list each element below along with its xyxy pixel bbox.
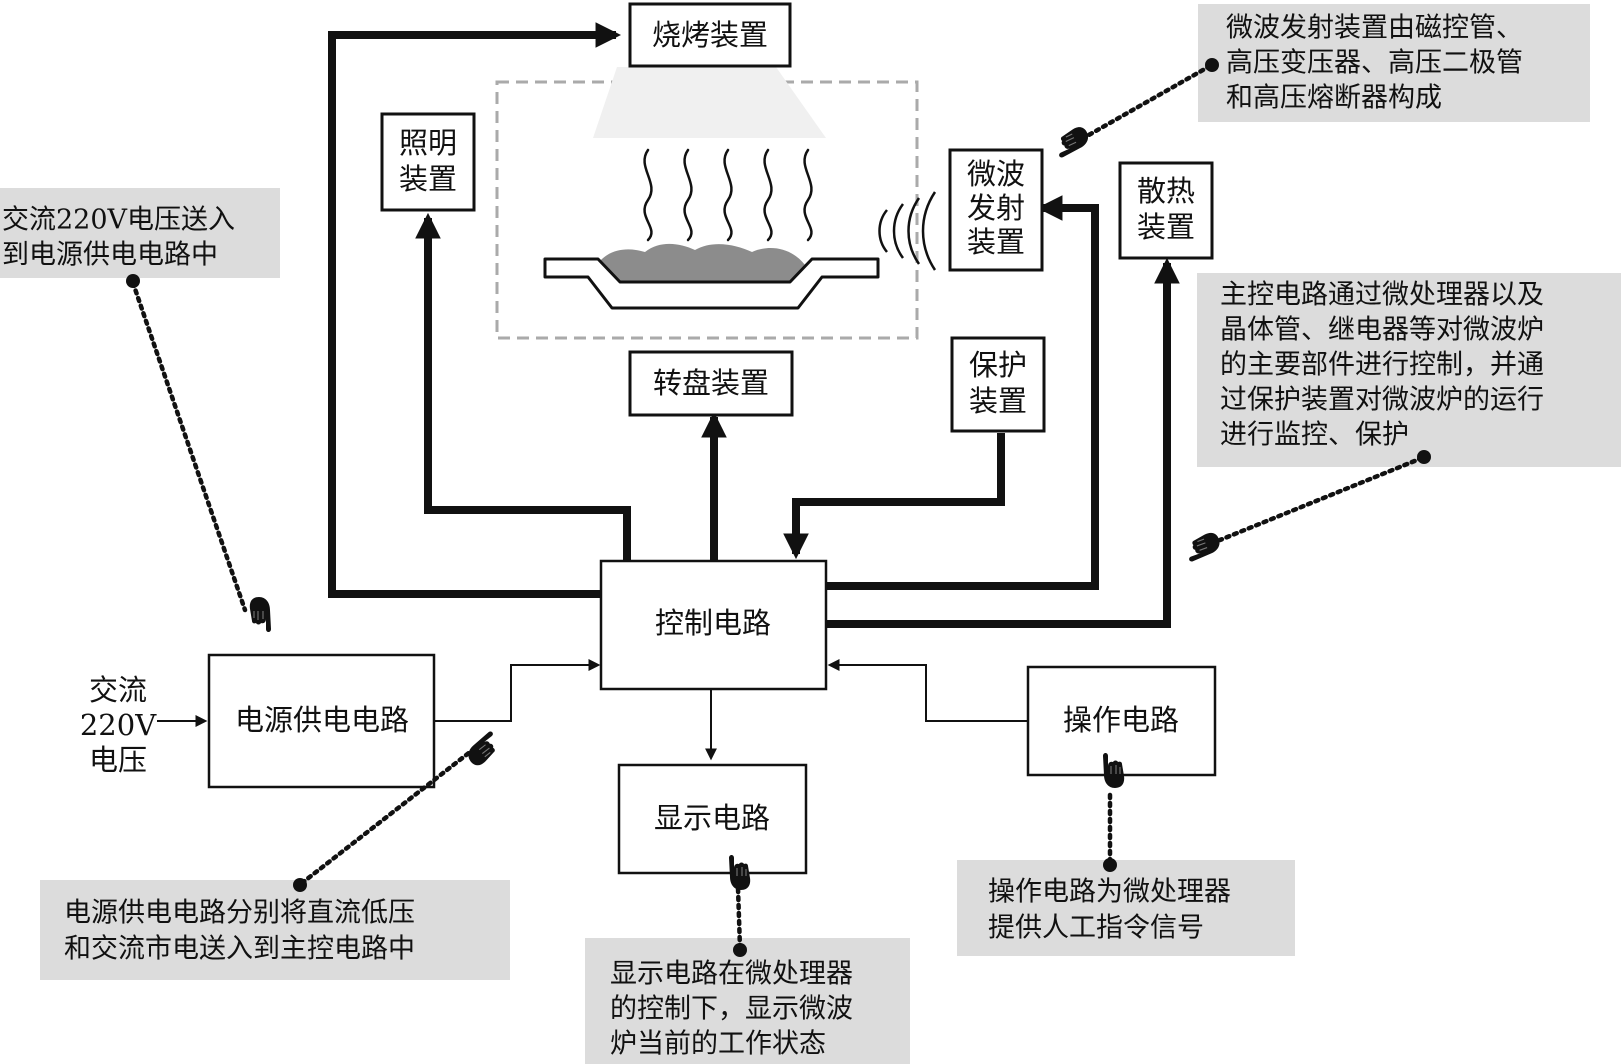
light-device-label-1: 照明 (399, 126, 457, 160)
note-control-line-3: 的主要部件进行控制，并通 (1220, 350, 1544, 381)
power-supply-circuit: 电源供电电路 (207, 653, 436, 789)
control-circuit-label: 控制电路 (655, 606, 771, 640)
microwave-device: 微波 发射 装置 (948, 148, 1044, 272)
note-power-line-2: 和交流市电送入到主控电路中 (64, 934, 415, 965)
operation-circuit: 操作电路 (1026, 665, 1217, 777)
protect-device-label-2: 装置 (969, 384, 1027, 418)
ac-input-label-2: 220V (80, 708, 157, 742)
signal-lines (157, 659, 1028, 761)
note-ac: 交流220V电压送入 到电源供电电路中 (0, 188, 280, 278)
leader-operation-dot (1103, 858, 1117, 872)
cooling-device-label-1: 散热 (1137, 174, 1195, 208)
power-supply-circuit-label: 电源供电电路 (235, 703, 409, 737)
arrow-control-to-bake (328, 22, 622, 598)
note-power-line-1: 电源供电电路分别将直流低压 (64, 898, 415, 929)
food-tray-icon (543, 243, 880, 310)
display-circuit: 显示电路 (617, 763, 808, 875)
leader-microwave (1077, 63, 1213, 143)
note-operation: 操作电路为微处理器 提供人工指令信号 (957, 860, 1295, 956)
bake-device: 烧烤装置 (628, 2, 792, 68)
arrow-control-to-cooling (826, 257, 1180, 628)
turntable-device: 转盘装置 (628, 350, 794, 417)
note-display-line-1: 显示电路在微处理器 (610, 959, 853, 990)
arrow-protect-to-control (783, 433, 1005, 560)
cooling-device-label-2: 装置 (1137, 210, 1195, 244)
note-control-line-1: 主控电路通过微处理器以及 (1220, 280, 1544, 311)
ac-input-label-3: 电压 (89, 743, 147, 777)
turntable-device-label: 转盘装置 (653, 366, 769, 400)
pointing-hand-icon (462, 729, 505, 770)
microwave-waves-icon (878, 191, 937, 271)
note-control-line-2: 晶体管、继电器等对微波炉 (1220, 315, 1544, 346)
note-display-line-3: 炉当前的工作状态 (610, 1029, 826, 1060)
note-display: 显示电路在微处理器 的控制下，显示微波 炉当前的工作状态 (585, 938, 910, 1064)
grill-light-cone (593, 67, 826, 138)
microwave-device-label-1: 微波 (967, 157, 1025, 191)
leader-control (1217, 455, 1425, 543)
note-microwave-line-3: 和高压熔断器构成 (1226, 83, 1442, 114)
oven-cavity-illustration (495, 67, 937, 340)
leader-ac (130, 280, 248, 613)
note-microwave: 微波发射装置由磁控管、 高压变压器、高压二极管 和高压熔断器构成 (1198, 4, 1590, 122)
note-control: 主控电路通过微处理器以及 晶体管、继电器等对微波炉 的主要部件进行控制，并通 过… (1197, 273, 1621, 467)
note-ac-line-2: 到电源供电电路中 (2, 240, 218, 271)
leader-control-dot (1417, 450, 1431, 464)
leader-microwave-dot (1205, 58, 1219, 72)
operation-circuit-label: 操作电路 (1063, 703, 1179, 737)
ac-input-label: 交流 220V 电压 (80, 673, 157, 777)
control-outputs (328, 22, 1180, 628)
cooling-device: 散热 装置 (1118, 161, 1214, 260)
note-display-line-2: 的控制下，显示微波 (610, 994, 853, 1025)
note-operation-line-1: 操作电路为微处理器 (988, 877, 1231, 908)
note-ac-line-1: 交流220V电压送入 (2, 205, 235, 236)
ac-input-label-1: 交流 (89, 673, 147, 707)
bake-device-label: 烧烤装置 (652, 18, 768, 52)
steam-icon (643, 148, 813, 242)
leader-display-dot (733, 943, 747, 957)
microwave-device-label-2: 发射 (967, 191, 1025, 225)
note-power: 电源供电电路分别将直流低压 和交流市电送入到主控电路中 (40, 880, 510, 980)
display-circuit-label: 显示电路 (654, 801, 770, 835)
arrow-operation-to-control (827, 659, 1028, 722)
leader-display (735, 885, 743, 951)
light-device-label-2: 装置 (399, 162, 457, 196)
pointing-hand-icon (1182, 529, 1224, 563)
pointing-hand-icon (1050, 123, 1093, 159)
note-control-line-5: 进行监控、保护 (1220, 420, 1409, 451)
note-microwave-line-2: 高压变压器、高压二极管 (1226, 48, 1523, 79)
note-microwave-line-1: 微波发射装置由磁控管、 (1226, 13, 1523, 44)
light-device: 照明 装置 (380, 112, 476, 212)
protect-device: 保护 装置 (950, 336, 1046, 433)
note-operation-line-2: 提供人工指令信号 (988, 913, 1204, 944)
arrow-control-to-microwave (826, 195, 1099, 590)
control-circuit: 控制电路 (599, 559, 828, 691)
pointing-hand-icon (249, 596, 272, 633)
leader-lines (126, 58, 1431, 957)
arrow-control-to-light (415, 212, 631, 560)
leader-power (299, 749, 473, 886)
leader-power-dot (293, 878, 307, 892)
leader-ac-dot (126, 274, 140, 288)
note-control-line-4: 过保护装置对微波炉的运行 (1220, 385, 1544, 416)
arrow-power-to-control (434, 659, 601, 722)
protect-device-label-1: 保护 (969, 348, 1027, 382)
microwave-device-label-3: 装置 (967, 225, 1025, 259)
